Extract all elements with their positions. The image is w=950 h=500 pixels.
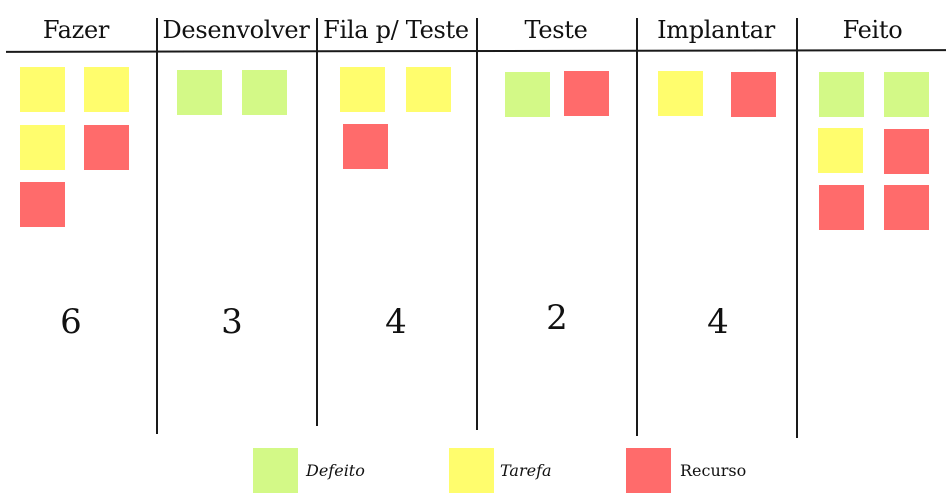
column-title-desenvolver: Desenvolver <box>162 16 310 44</box>
column-title-implantar: Implantar <box>657 16 775 44</box>
card-tarefa[interactable] <box>20 125 65 170</box>
card-recurso[interactable] <box>20 182 65 227</box>
card-tarefa[interactable] <box>818 128 863 173</box>
card-tarefa[interactable] <box>658 71 703 116</box>
card-tarefa[interactable] <box>84 67 129 112</box>
card-defeito[interactable] <box>819 72 864 117</box>
column-title-feito: Feito <box>842 16 903 44</box>
card-recurso[interactable] <box>731 72 776 117</box>
column-title-fazer: Fazer <box>42 16 110 44</box>
column-divider <box>796 18 798 438</box>
card-recurso[interactable] <box>343 124 388 169</box>
legend-label-tarefa: Tarefa <box>500 461 552 480</box>
column-divider <box>156 18 158 434</box>
column-title-fila-teste: Fila p/ Teste <box>323 16 469 44</box>
card-tarefa[interactable] <box>406 67 451 112</box>
wip-limit-fazer: 6 <box>60 302 82 342</box>
card-defeito[interactable] <box>242 70 287 115</box>
legend-swatch-recurso <box>626 448 671 493</box>
card-recurso[interactable] <box>884 185 929 230</box>
card-defeito[interactable] <box>505 72 550 117</box>
card-defeito[interactable] <box>177 70 222 115</box>
card-recurso[interactable] <box>84 125 129 170</box>
card-recurso[interactable] <box>884 129 929 174</box>
wip-limit-implantar: 4 <box>707 302 729 342</box>
card-tarefa[interactable] <box>20 67 65 112</box>
column-divider <box>476 18 478 430</box>
wip-limit-fila-teste: 4 <box>385 302 407 342</box>
legend-swatch-defeito <box>253 448 298 493</box>
card-recurso[interactable] <box>564 71 609 116</box>
card-recurso[interactable] <box>819 185 864 230</box>
card-tarefa[interactable] <box>340 67 385 112</box>
card-defeito[interactable] <box>884 72 929 117</box>
column-divider <box>636 18 638 436</box>
legend-label-defeito: Defeito <box>306 461 365 480</box>
legend-label-recurso: Recurso <box>680 461 747 480</box>
column-divider <box>316 18 318 426</box>
wip-limit-teste: 2 <box>546 298 568 338</box>
column-title-teste: Teste <box>524 16 588 44</box>
legend-swatch-tarefa <box>449 448 494 493</box>
wip-limit-desenvolver: 3 <box>221 302 243 342</box>
